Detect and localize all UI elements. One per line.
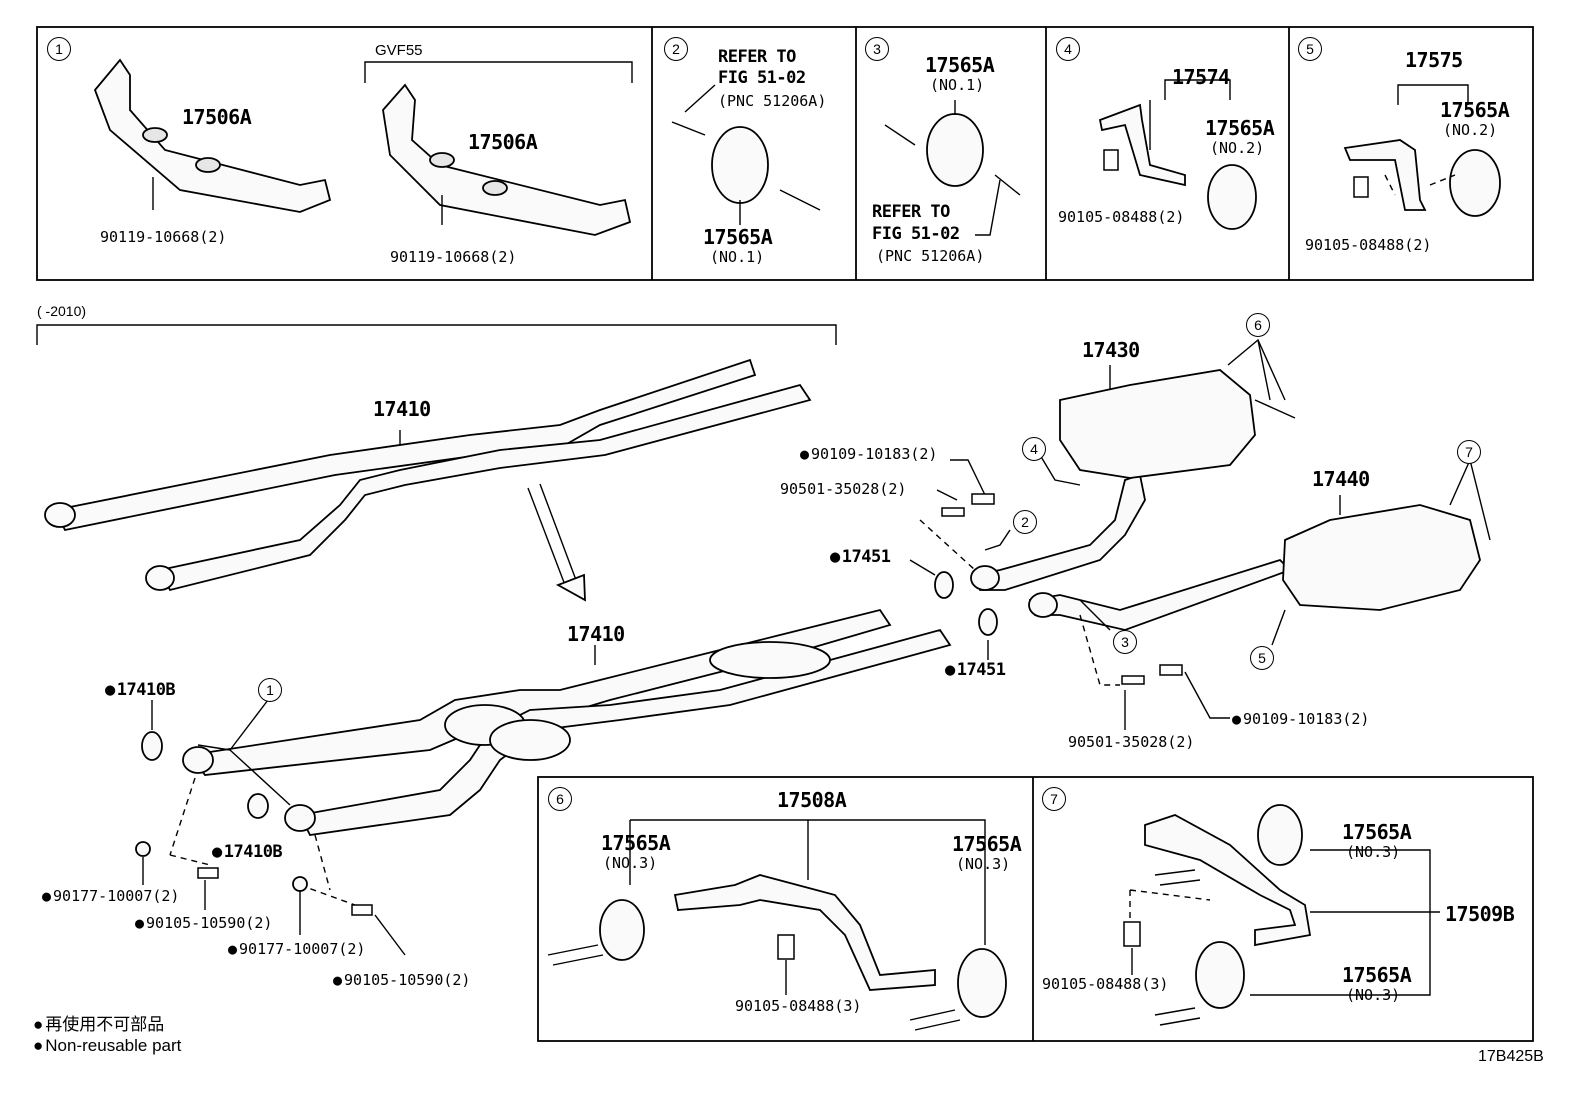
front-muffler-label: 17430	[1082, 338, 1140, 362]
rear-muffler-drawing	[1282, 504, 1481, 611]
callout-1: 1	[258, 678, 282, 702]
panel-1-callout: 1	[47, 37, 71, 61]
panel-5-part-b-sub: (NO.2)	[1443, 121, 1498, 139]
bolt-a-label: 90105-10590(2)	[135, 914, 272, 932]
front-pipe-upper-label: 17410	[373, 397, 431, 421]
bottom-panels-frame	[537, 776, 1534, 1042]
panel-1-part-a: 17506A	[182, 105, 252, 129]
panel-2-refer-line3: (PNC 51206A)	[718, 92, 827, 110]
range-note: ( -2010)	[37, 303, 87, 319]
bolt-lower-label: 90109-10183(2)	[1232, 710, 1369, 728]
panel-5-bolt: 90105-08488(2)	[1305, 236, 1432, 254]
gasket-lower-label: 17451	[945, 660, 1006, 680]
panel-6-part-right-sub: (NO.3)	[956, 855, 1011, 873]
legend-jp: 再使用不可部品	[33, 1010, 164, 1035]
panel-3-refer-line1: REFER TO	[872, 202, 950, 222]
nut-a-label: 90177-10007(2)	[42, 887, 179, 905]
panel-6-bolt: 90105-08488(3)	[735, 997, 862, 1015]
panel-7-part-b-sub: (NO.3)	[1346, 986, 1401, 1004]
panel-3-callout: 3	[865, 37, 889, 61]
panel7-bracket-drawing	[1144, 814, 1312, 947]
rear-muffler-label: 17440	[1312, 467, 1370, 491]
panel-1-variant-label: GVF55	[375, 42, 423, 59]
panel-4-bolt: 90105-08488(2)	[1058, 208, 1185, 226]
bracket-drawing-b	[382, 83, 632, 236]
gasket-left-b-label: 17410B	[212, 842, 283, 862]
top-panels-frame	[36, 26, 1534, 281]
panel-3-part-sub: (NO.1)	[930, 76, 985, 94]
panel-1-part-b: 17506A	[468, 130, 538, 154]
bracket-drawing-a	[93, 58, 332, 213]
panel-7-part-a-sub: (NO.3)	[1346, 843, 1401, 861]
callout-5: 5	[1250, 646, 1274, 670]
panel-2-refer-line2: FIG 51-02	[718, 68, 806, 88]
panel-7-part-b: 17565A	[1342, 963, 1412, 987]
panel-4-part-a: 17574	[1172, 65, 1230, 89]
bolt-upper-label: 90109-10183(2)	[800, 445, 937, 463]
callout-2: 2	[1013, 510, 1037, 534]
spring-upper-label: 90501-35028(2)	[780, 480, 907, 498]
panel-2-part-sub: (NO.1)	[710, 248, 765, 266]
panel-6-part-left-sub: (NO.3)	[603, 854, 658, 872]
front-pipe-upper-drawing	[53, 358, 757, 532]
panel6-bracket-drawing	[673, 874, 936, 991]
panel-5-callout: 5	[1298, 37, 1322, 61]
legend-en: Non-reusable part	[33, 1036, 181, 1056]
callout-6: 6	[1246, 313, 1270, 337]
panel-1-bolt-a: 90119-10668(2)	[100, 228, 227, 246]
panel-4-part-b-sub: (NO.2)	[1210, 139, 1265, 157]
panel-2-refer-line1: REFER TO	[718, 47, 796, 67]
panel-3-refer-line3: (PNC 51206A)	[876, 247, 985, 265]
figure-code: 17B425B	[1478, 1048, 1544, 1065]
panel-2-callout: 2	[664, 37, 688, 61]
panel-4-callout: 4	[1056, 37, 1080, 61]
panel-2-part: 17565A	[703, 225, 773, 249]
panel-3-part: 17565A	[925, 53, 995, 77]
bolt-b-label: 90105-10590(2)	[333, 971, 470, 989]
gasket-upper-label: 17451	[830, 547, 891, 567]
spring-lower-label: 90501-35028(2)	[1068, 733, 1195, 751]
panel-5-part-a: 17575	[1405, 48, 1463, 72]
panel-4-part-b: 17565A	[1205, 116, 1275, 140]
callout-3: 3	[1113, 630, 1137, 654]
panel-7-main-part: 17509B	[1445, 902, 1515, 926]
gasket-left-a-label: 17410B	[105, 680, 176, 700]
front-muffler-drawing	[1059, 369, 1256, 479]
panel-6-main-part: 17508A	[777, 788, 847, 812]
panel-6-part-left: 17565A	[601, 831, 671, 855]
panel-1-bolt-b: 90119-10668(2)	[390, 248, 517, 266]
callout-4: 4	[1022, 437, 1046, 461]
front-pipe-lower-label: 17410	[567, 622, 625, 646]
nut-b-label: 90177-10007(2)	[228, 940, 365, 958]
panel-6-callout: 6	[548, 787, 572, 811]
panel-7-bolt: 90105-08488(3)	[1042, 975, 1169, 993]
panel-3-refer-line2: FIG 51-02	[872, 224, 960, 244]
panel-7-part-a: 17565A	[1342, 820, 1412, 844]
panel-7-callout: 7	[1042, 787, 1066, 811]
panel-5-part-b: 17565A	[1440, 98, 1510, 122]
callout-7: 7	[1457, 440, 1481, 464]
panel-6-part-right: 17565A	[952, 832, 1022, 856]
